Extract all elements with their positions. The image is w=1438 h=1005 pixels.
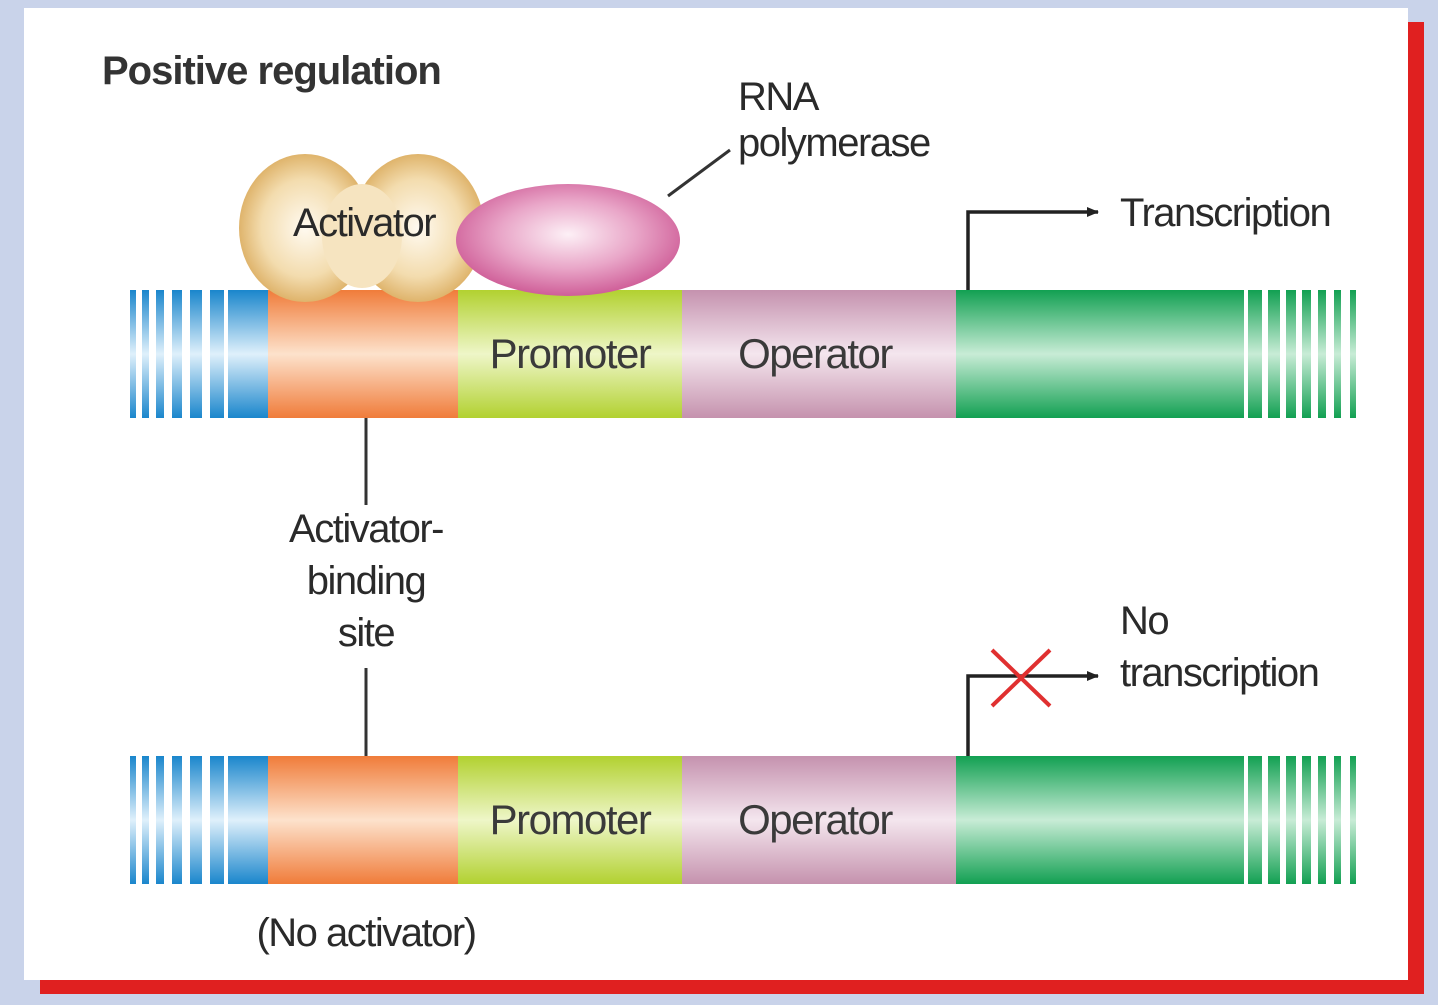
- bottom-green-stripes: [1248, 756, 1356, 884]
- no-transcription-label-line1: No: [1120, 599, 1168, 643]
- bottom-dna-strand: Promoter Operator: [130, 756, 1356, 884]
- no-transcription-arrow: [966, 671, 1099, 756]
- top-blue-stripes: [130, 290, 268, 418]
- binding-site-label-line3: site: [338, 611, 395, 655]
- activator-protein: [239, 154, 484, 302]
- rna-polymerase-leader-line: [667, 148, 731, 198]
- rna-polymerase-label-line1: RNA: [738, 75, 820, 119]
- activator-label: Activator: [293, 201, 436, 245]
- binding-site-label-line1: Activator-: [289, 507, 443, 551]
- top-promoter-label: Promoter: [490, 330, 652, 377]
- top-green-stripes: [1248, 290, 1356, 418]
- bottom-promoter-segment: [458, 756, 682, 884]
- rna-polymerase: [456, 184, 680, 296]
- bottom-blue-stripes: [130, 756, 268, 884]
- binding-site-label-line2: binding: [307, 559, 426, 603]
- diagram-title: Positive regulation: [102, 49, 441, 93]
- top-promoter-segment: [458, 290, 682, 418]
- bottom-promoter-label: Promoter: [490, 796, 652, 843]
- inhibition-x-icon: [990, 648, 1052, 708]
- bottom-gene-segment: [956, 756, 1244, 884]
- top-gene-segment: [956, 290, 1244, 418]
- transcription-arrow: [966, 207, 1099, 290]
- top-operator-label: Operator: [738, 330, 893, 377]
- bottom-operator-segment: [682, 756, 956, 884]
- top-operator-segment: [682, 290, 956, 418]
- bottom-activator-binding-segment: [268, 756, 458, 884]
- top-dna-strand: Promoter Operator: [130, 290, 1356, 418]
- no-transcription-label-line2: transcription: [1120, 651, 1318, 695]
- transcription-label: Transcription: [1120, 191, 1330, 235]
- bottom-operator-label: Operator: [738, 796, 893, 843]
- top-activator-binding-segment: [268, 290, 458, 418]
- no-activator-label: (No activator): [256, 911, 475, 955]
- rna-polymerase-label-line2: polymerase: [738, 121, 930, 165]
